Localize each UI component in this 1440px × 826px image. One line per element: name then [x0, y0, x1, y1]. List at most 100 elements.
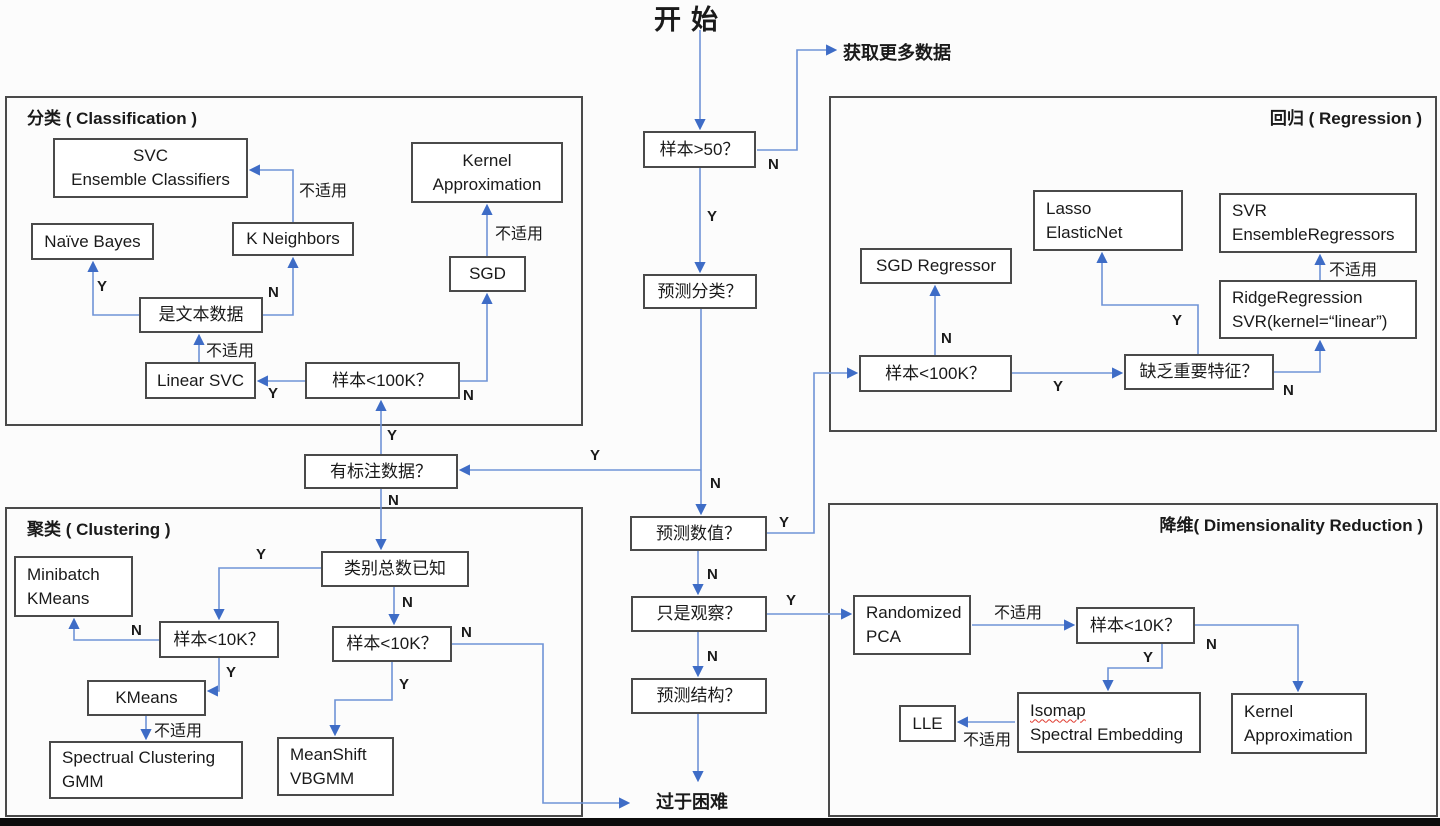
node-lasso-elasticnet-label: Lasso [1046, 198, 1092, 218]
node-samples-lt-10k-clustering-1: 样本<10K？ [159, 621, 279, 658]
node-just-looking-label: 只是观察？ [656, 604, 742, 623]
node-labeled-data: 有标注数据？ [304, 454, 458, 489]
node-predict-quantity-label: 预测数值？ [656, 523, 741, 543]
edge-label-k-neighbors-to-svc-ensemble-classifiers: 不适用 [299, 183, 348, 200]
edge-label-predict-quantity-to-samples-lt-100k-regression: Y [779, 514, 790, 531]
node-samples-lt-10k-clustering-1-label: 样本<10K？ [173, 629, 265, 649]
edge-label-randomized-pca-to-samples-lt-10k-dimred: 不适用 [994, 605, 1043, 622]
node-samples-lt-10k-dimred-label: 样本<10K？ [1089, 615, 1182, 635]
node-svc-ensemble-classifiers: SVC Ensemble Classifiers [53, 138, 248, 198]
node-spectral-clustering-gmm-label: GMM [62, 772, 104, 791]
node-samples-lt-10k-clustering-2: 样本<10K？ [332, 626, 452, 662]
node-lasso-elasticnet-label: ElasticNet [1046, 222, 1123, 242]
region-title-regression: 回归 ( Regression ) [1269, 109, 1422, 128]
edge-label-samples-lt-10k-clustering-1-to-minibatch-kmeans: N [131, 622, 142, 639]
node-predict-structure-label: 预测结构？ [656, 686, 742, 705]
node-labeled-data-label: 有标注数据？ [330, 461, 432, 481]
edge-label-known-number-of-categories-to-samples-lt-10k-clustering-2: N [402, 594, 413, 611]
text-get-more-data: 获取更多数据 [843, 43, 951, 63]
node-sgd-regressor-label: SGD Regressor [876, 256, 996, 275]
node-svc-ensemble-classifiers-label: SVC [133, 146, 168, 165]
node-known-number-of-categories: 类别总数已知 [321, 551, 469, 587]
edge-label-predict-quantity-to-just-looking: N [707, 566, 718, 583]
node-lack-important-features-label: 缺乏重要特征？ [1139, 362, 1259, 381]
node-svr-ensemble-regressors-label: EnsembleRegressors [1232, 225, 1395, 244]
node-isomap-spectral-embedding-label: Isomap [1030, 700, 1086, 720]
region-classification: 分类 ( Classification ) [5, 96, 583, 426]
edge-label-known-number-of-categories-to-samples-lt-10k-clustering-1: Y [256, 546, 267, 563]
node-samples-lt-100k-regression: 样本<100K？ [859, 355, 1012, 392]
node-meanshift-vbgmm-label: MeanShift [290, 744, 367, 764]
node-meanshift-vbgmm-label: VBGMM [290, 768, 355, 788]
node-svc-ensemble-classifiers-label: Ensemble Classifiers [71, 170, 230, 189]
node-svr-ensemble-regressors: SVR EnsembleRegressors [1219, 193, 1417, 253]
edge-samples-gt-50-to-get-more-data [757, 44, 838, 151]
node-samples-lt-10k-clustering-2-label: 样本<10K？ [346, 634, 438, 653]
node-samples-lt-10k-dimred: 样本<10K？ [1076, 607, 1195, 644]
edge-label-isomap-spectral-embedding-to-lle: 不适用 [963, 732, 1012, 749]
node-lle: LLE [899, 705, 956, 742]
node-k-neighbors: K Neighbors [232, 222, 354, 256]
node-sgd-regressor: SGD Regressor [860, 248, 1012, 284]
region-dimensionality-reduction: 降维( Dimensionality Reduction ) [828, 503, 1438, 817]
region-title-dimensionality-reduction: 降维( Dimensionality Reduction ) [1159, 516, 1423, 535]
node-minibatch-kmeans-label: KMeans [27, 588, 90, 608]
edge-label-kmeans-to-spectral-clustering-gmm: 不适用 [154, 723, 203, 740]
node-kmeans-label: KMeans [115, 688, 178, 707]
node-predict-quantity: 预测数值？ [630, 516, 767, 551]
region-regression: 回归 ( Regression ) [829, 96, 1437, 432]
node-k-neighbors-label: K Neighbors [246, 229, 340, 248]
edge-label-samples-lt-10k-dimred-to-kernel-approximation-dimred: N [1206, 636, 1217, 653]
node-just-looking: 只是观察？ [631, 596, 767, 632]
edge-label-samples-lt-10k-clustering-2-to-meanshift-vbgmm: Y [399, 676, 410, 693]
text-start: 开始 [654, 5, 728, 35]
node-randomized-pca-label: PCA [866, 627, 901, 646]
edge-label-samples-lt-100k-regression-to-lack-important-features: Y [1053, 378, 1064, 395]
node-kernel-approximation-dimred-label: Approximation [1244, 725, 1353, 745]
edge-label-just-looking-to-randomized-pca: Y [786, 592, 797, 609]
edge-label-sgd-to-kernel-approximation-classification: 不适用 [495, 226, 544, 243]
node-known-number-of-categories-label: 类别总数已知 [344, 559, 446, 578]
node-minibatch-kmeans-label: Minibatch [27, 564, 100, 584]
node-kernel-approximation-classification-label: Approximation [432, 174, 542, 194]
edge-label-text-data-to-naive-bayes: Y [97, 278, 108, 295]
edge-label-samples-gt-50-to-get-more-data: N [768, 156, 779, 173]
edge-label-lack-important-features-to-lasso-elasticnet: Y [1172, 312, 1183, 329]
node-text-data: 是文本数据 [139, 297, 263, 333]
edge-label-predict-category-to-labeled-data: Y [590, 447, 601, 464]
node-samples-lt-100k-classification: 样本<100K？ [305, 362, 460, 399]
edge-label-labeled-data-to-samples-lt-100k-classification: Y [387, 427, 398, 444]
edge-label-samples-lt-100k-classification-to-sgd: N [463, 387, 474, 404]
node-kmeans: KMeans [87, 680, 206, 716]
edge-label-samples-lt-10k-dimred-to-isomap-spectral-embedding: Y [1143, 649, 1154, 666]
node-samples-lt-100k-classification-label: 样本<100K？ [332, 370, 433, 390]
node-text-data-label: 是文本数据 [158, 305, 244, 324]
edge-label-ridge-regression-svr-to-svr-ensemble-regressors: 不适用 [1329, 262, 1378, 279]
node-linear-svc-label: Linear SVC [157, 370, 244, 390]
node-samples-lt-100k-regression-label: 样本<100K？ [885, 363, 986, 383]
region-title-classification: 分类 ( Classification ) [27, 109, 198, 128]
node-samples-gt-50-label: 样本>50？ [659, 139, 740, 159]
node-ridge-regression-svr-label: SVR(kernel=“linear”) [1232, 311, 1388, 331]
node-kernel-approximation-classification-label: Kernel [462, 150, 512, 170]
node-sgd: SGD [449, 256, 526, 292]
node-lle-label: LLE [912, 713, 943, 733]
text-too-difficult: 过于困难 [656, 792, 728, 812]
edge-label-samples-lt-10k-clustering-1-to-kmeans: Y [226, 664, 237, 681]
node-svr-ensemble-regressors-label: SVR [1232, 201, 1267, 220]
edge-label-samples-lt-100k-regression-to-sgd-regressor: N [941, 330, 952, 347]
edge-label-lack-important-features-to-ridge-regression-svr: N [1283, 382, 1294, 399]
region-title-clustering: 聚类 ( Clustering ) [27, 520, 171, 539]
node-naive-bayes-label: Naïve Bayes [44, 231, 141, 251]
node-sgd-label: SGD [469, 264, 506, 283]
node-randomized-pca-label: Randomized [866, 603, 962, 622]
bottom-bar [0, 818, 1440, 826]
